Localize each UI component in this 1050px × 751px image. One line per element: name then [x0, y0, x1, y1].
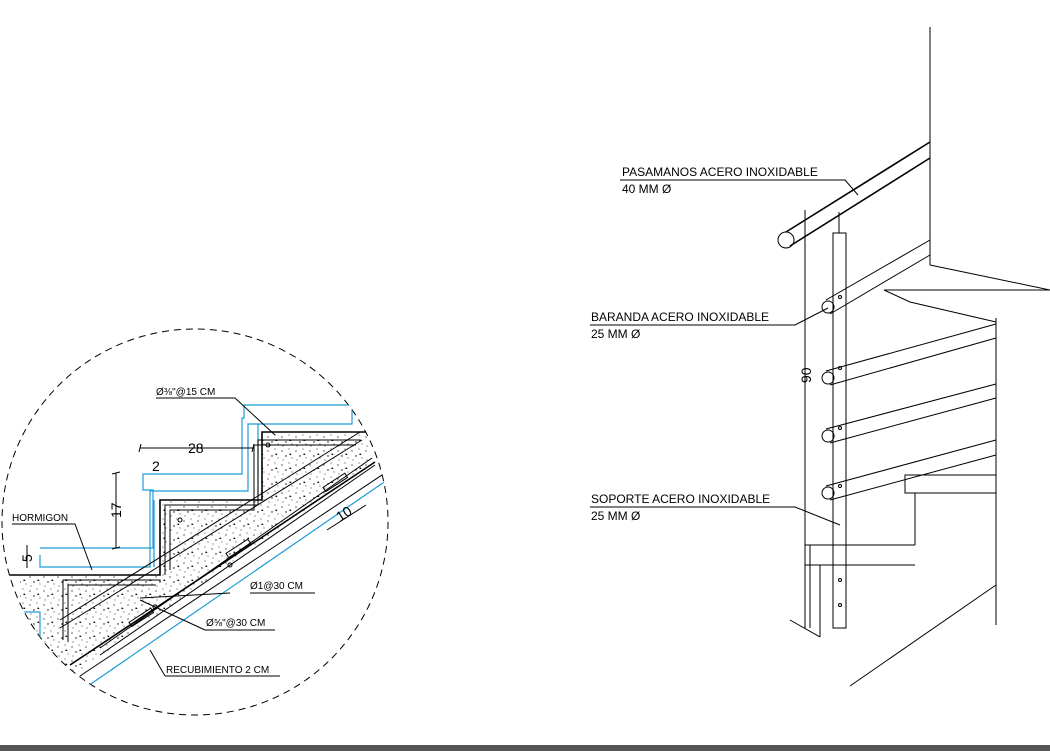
cover-label: RECUBIMIENTO 2 CM	[166, 665, 269, 676]
support-size: 25 MM Ø	[591, 509, 640, 523]
rebar-bottom-label: Ø⅝"@30 CM	[206, 618, 265, 629]
baluster-size: 25 MM Ø	[591, 327, 640, 341]
detail-view: Ø⅜"@15 CM 28 2 17 HORMIGON 5 10 Ø1@30 CM…	[1, 328, 389, 716]
height-dim: 90	[798, 367, 814, 383]
concrete-label: HORMIGON	[12, 513, 68, 524]
nosing-dim: 2	[152, 458, 160, 474]
riser-dim: 17	[108, 502, 124, 518]
tread-dim: 28	[188, 440, 204, 456]
concrete-fill	[20, 432, 368, 672]
finish-layer	[39, 404, 353, 568]
landing-dim: 5	[19, 554, 35, 562]
step-profile	[2, 431, 380, 576]
handrail-size: 40 MM Ø	[622, 182, 671, 196]
support-title: SOPORTE ACERO INOXIDABLE	[591, 492, 770, 506]
rebar-top-label: Ø⅜"@15 CM	[156, 387, 215, 398]
slab-dim: 10	[333, 502, 355, 524]
baluster-title: BARANDA ACERO INOXIDABLE	[591, 310, 769, 324]
railing-elevation: PASAMANOS ACERO INOXIDABLE 40 MM Ø BARAN…	[590, 27, 1050, 687]
handrail-title: PASAMANOS ACERO INOXIDABLE	[622, 165, 818, 179]
bottom-edge-bar	[0, 745, 1050, 751]
rebar-lines	[62, 579, 161, 640]
rebar-transverse-label: Ø1@30 CM	[250, 581, 303, 592]
detail-boundary	[1, 328, 389, 716]
